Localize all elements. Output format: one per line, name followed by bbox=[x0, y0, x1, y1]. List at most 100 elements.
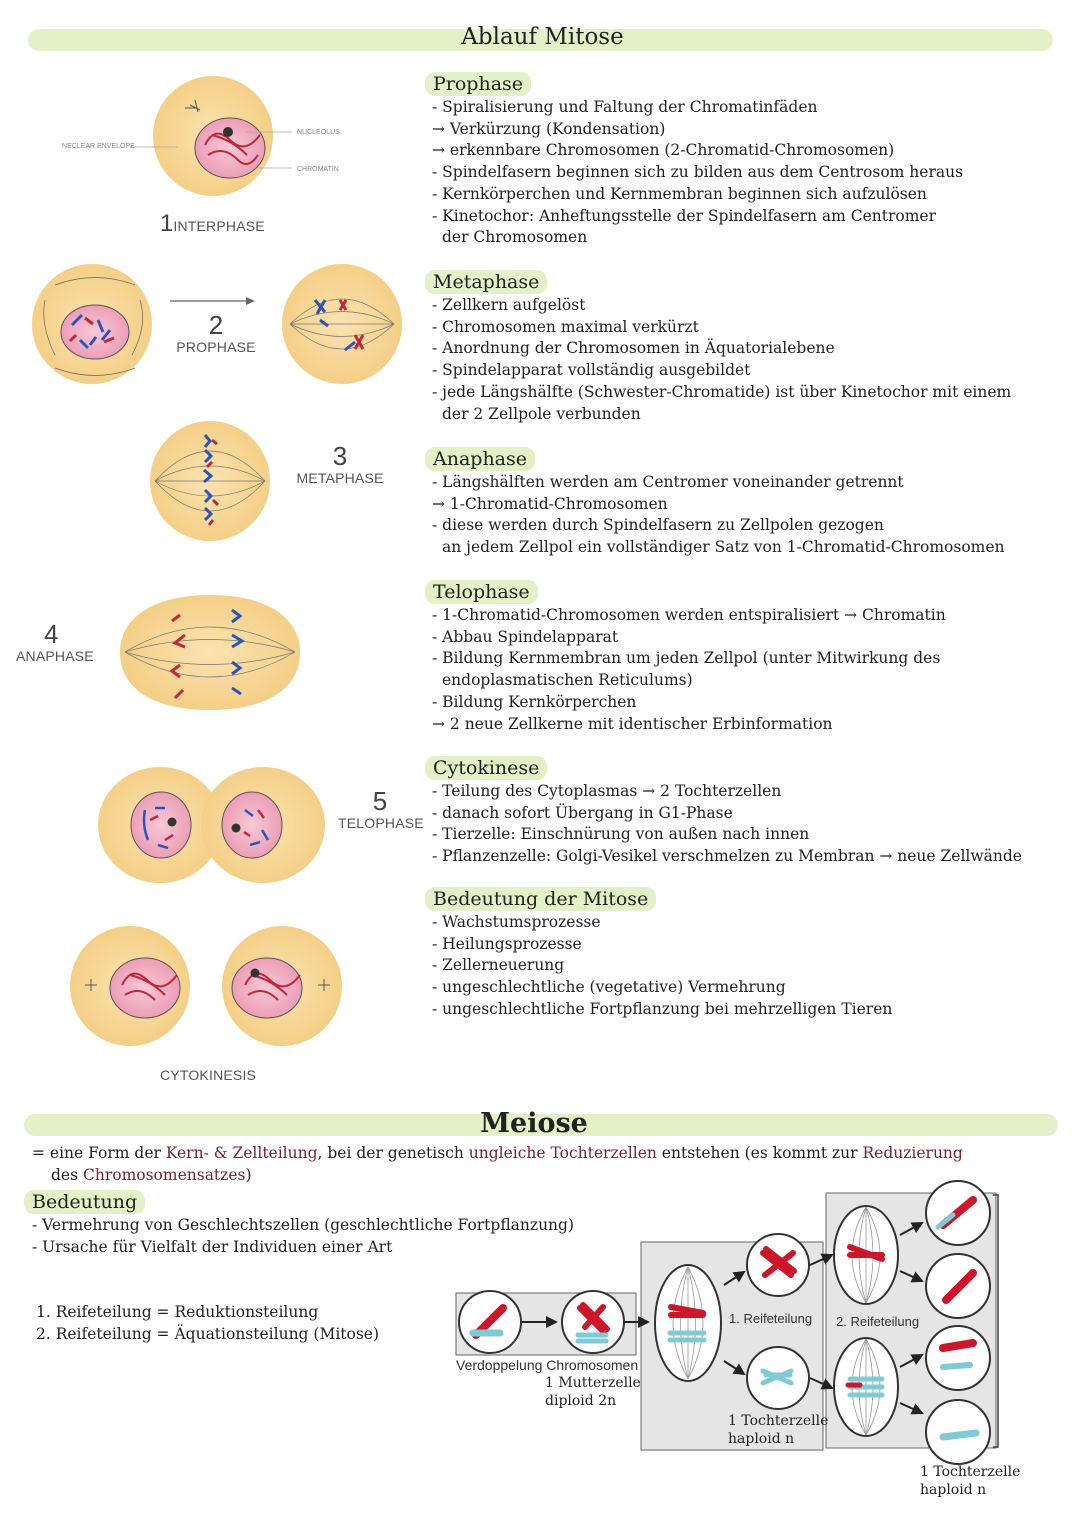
metaphase-cell bbox=[150, 421, 270, 541]
telophase-number: 5 bbox=[372, 786, 388, 816]
meiose-title-band bbox=[24, 1114, 1058, 1136]
def-text: entstehen (es kommt zur bbox=[656, 1144, 863, 1162]
label-tochterzelle-1: 1 Tochterzelle bbox=[728, 1413, 829, 1429]
meiosis-diagram bbox=[455, 1180, 999, 1465]
reifeteilung-2: 2. Reifeteilung = Äquationsteilung (Mito… bbox=[36, 1325, 380, 1343]
def-text: des bbox=[51, 1166, 83, 1184]
list-item: - Kinetochor: Anheftungsstelle der Spind… bbox=[432, 206, 936, 225]
metaphase-heading: Metaphase bbox=[425, 270, 548, 294]
list-item: - ungeschlechtliche Fortpflanzung bei me… bbox=[432, 999, 893, 1018]
cytokinese-heading: Cytokinese bbox=[425, 756, 548, 780]
section-prophase: Prophase - Spiralisierung und Faltung de… bbox=[425, 72, 1065, 249]
list-item: - Abbau Spindelapparat bbox=[432, 627, 619, 646]
list-item: - jede Längshälfte (Schwester-Chromatide… bbox=[432, 382, 1012, 401]
section-cytokinese: Cytokinese - Teilung des Cytoplasmas → 2… bbox=[425, 756, 1065, 868]
mitose-title: Ablauf Mitose bbox=[461, 24, 624, 50]
list-item: → Verkürzung (Kondensation) bbox=[432, 119, 666, 138]
caption-cytokinesis: CYTOKINESIS bbox=[160, 1067, 256, 1085]
meiose-title: Meiose bbox=[480, 1108, 588, 1139]
prophase-cell bbox=[32, 264, 152, 384]
list-item: endoplasmatischen Reticulums) bbox=[442, 671, 693, 690]
anaphase-heading: Anaphase bbox=[425, 447, 536, 471]
list-item: - Längshälften werden am Centromer vonei… bbox=[432, 473, 904, 491]
label-nuclear-envelope: NECLEAR ENVELOPE bbox=[62, 143, 135, 150]
caption-metaphase: 3 METAPHASE bbox=[295, 442, 385, 488]
list-item: - Spiralisierung und Faltung der Chromat… bbox=[432, 98, 818, 116]
caption-anaphase: 4 ANAPHASE bbox=[16, 620, 94, 666]
list-item: - 1-Chromatid-Chromosomen werden entspir… bbox=[432, 606, 946, 624]
telophase-label: TELOPHASE bbox=[338, 815, 424, 831]
list-item: - Bildung Kernmembran um jeden Zellpol (… bbox=[432, 649, 941, 668]
caption-prophase: 2 PROPHASE bbox=[176, 311, 256, 357]
meiose-definition-line2: des Chromosomensatzes) bbox=[51, 1164, 252, 1186]
label-reifeteilung-1: 1. Reifeteilung bbox=[729, 1311, 813, 1326]
interphase-number: 1 bbox=[160, 210, 174, 237]
def-highlight: Kern- & Zellteilung bbox=[165, 1144, 318, 1162]
list-item: - Pflanzenzelle: Golgi-Vesikel verschmel… bbox=[432, 847, 1022, 866]
meiose-bedeutung-item: - Ursache für Vielfalt der Individuen ei… bbox=[32, 1238, 393, 1256]
list-item: der Chromosomen bbox=[442, 228, 588, 247]
list-item: - Kernkörperchen und Kernmembran beginne… bbox=[432, 184, 927, 203]
telophase-heading: Telophase bbox=[425, 580, 538, 604]
list-item: - Heilungsprozesse bbox=[432, 934, 582, 953]
label-reifeteilung-2: 2. Reifeteilung bbox=[836, 1314, 920, 1329]
metaphase-number: 3 bbox=[332, 441, 348, 471]
prophase-arrow bbox=[170, 297, 255, 305]
list-item: - Wachstumsprozesse bbox=[432, 913, 601, 931]
telophase-cell bbox=[98, 767, 325, 883]
list-item: - Chromosomen maximal verkürzt bbox=[432, 317, 699, 336]
def-highlight: ungleiche Tochterzellen bbox=[468, 1144, 657, 1162]
def-highlight: Reduzierung bbox=[862, 1144, 963, 1162]
label-haploid-1: haploid n bbox=[728, 1431, 795, 1447]
prophase-heading: Prophase bbox=[425, 72, 532, 96]
label-diploid: diploid 2n bbox=[545, 1393, 617, 1409]
list-item: - Spindelapparat vollständig ausgebildet bbox=[432, 361, 751, 380]
prophase-number: 2 bbox=[208, 310, 224, 340]
list-item: - Zellerneuerung bbox=[432, 956, 565, 975]
list-item: → 1-Chromatid-Chromosomen bbox=[432, 494, 668, 513]
caption-interphase: 1INTERPHASE bbox=[160, 210, 265, 238]
prophase-label: PROPHASE bbox=[176, 339, 256, 355]
meiose-definition-line1: = eine Form der Kern- & Zellteilung, bei… bbox=[32, 1142, 963, 1164]
list-item: - danach sofort Übergang in G1-Phase bbox=[432, 803, 733, 822]
label-tochterzelle-2: 1 Tochterzelle bbox=[920, 1464, 1021, 1480]
section-metaphase: Metaphase - Zellkern aufgelöst - Chromos… bbox=[425, 270, 1065, 425]
meiose-bedeutung-item: - Vermehrung von Geschlechtszellen (gesc… bbox=[32, 1216, 575, 1234]
def-text: , bei der genetisch bbox=[317, 1144, 469, 1162]
label-verdoppelung: Verdoppelung Chromosomen bbox=[456, 1357, 639, 1373]
anaphase-number: 4 bbox=[44, 619, 59, 649]
list-item: - Tierzelle: Einschnürung von außen nach… bbox=[432, 825, 810, 844]
anaphase-cell bbox=[120, 595, 300, 710]
section-bedeutung-mitose: Bedeutung der Mitose - Wachstumsprozesse… bbox=[425, 887, 1065, 1021]
list-item: der 2 Zellpole verbunden bbox=[442, 404, 641, 423]
list-item: - Zellkern aufgelöst bbox=[432, 296, 586, 314]
list-item: - ungeschlechtliche (vegetative) Vermehr… bbox=[432, 978, 786, 997]
def-text: ) bbox=[245, 1166, 252, 1184]
label-nucleolus: NUCLEOLUS bbox=[297, 129, 340, 136]
list-item: - Anordnung der Chromosomen in Äquatoria… bbox=[432, 339, 835, 358]
bedeutung-mitose-heading: Bedeutung der Mitose bbox=[425, 887, 657, 911]
section-telophase: Telophase - 1-Chromatid-Chromosomen werd… bbox=[425, 580, 1065, 735]
list-item: - Spindelfasern beginnen sich zu bilden … bbox=[432, 163, 964, 182]
list-item: - diese werden durch Spindelfasern zu Ze… bbox=[432, 516, 884, 535]
label-mutterzelle: 1 Mutterzelle bbox=[545, 1375, 641, 1391]
interphase-cell bbox=[130, 76, 292, 196]
caption-telophase: 5 TELOPHASE bbox=[338, 786, 424, 833]
def-highlight: Chromosomensatzes bbox=[82, 1166, 246, 1184]
list-item: → 2 neue Zellkerne mit identischer Erbin… bbox=[432, 714, 833, 733]
interphase-label: INTERPHASE bbox=[173, 218, 265, 234]
reifeteilung-1: 1. Reifeteilung = Reduktionsteilung bbox=[36, 1303, 319, 1321]
section-anaphase: Anaphase - Längshälften werden am Centro… bbox=[425, 447, 1065, 559]
cytokinesis-label: CYTOKINESIS bbox=[160, 1067, 257, 1083]
label-haploid-2: haploid n bbox=[920, 1482, 987, 1498]
mitosis-figure bbox=[32, 76, 402, 1046]
meiose-bedeutung-heading: Bedeutung bbox=[24, 1190, 146, 1214]
cytokinesis-cells bbox=[70, 926, 342, 1046]
list-item: → erkennbare Chromosomen (2-Chromatid-Ch… bbox=[432, 141, 895, 160]
mitose-title-band bbox=[28, 29, 1053, 51]
prophase-cell-2 bbox=[282, 264, 402, 384]
def-text: = eine Form der bbox=[32, 1144, 166, 1162]
list-item: an jedem Zellpol ein vollständiger Satz … bbox=[442, 538, 1005, 557]
anaphase-label: ANAPHASE bbox=[16, 648, 94, 664]
list-item: - Teilung des Cytoplasmas → 2 Tochterzel… bbox=[432, 782, 782, 800]
